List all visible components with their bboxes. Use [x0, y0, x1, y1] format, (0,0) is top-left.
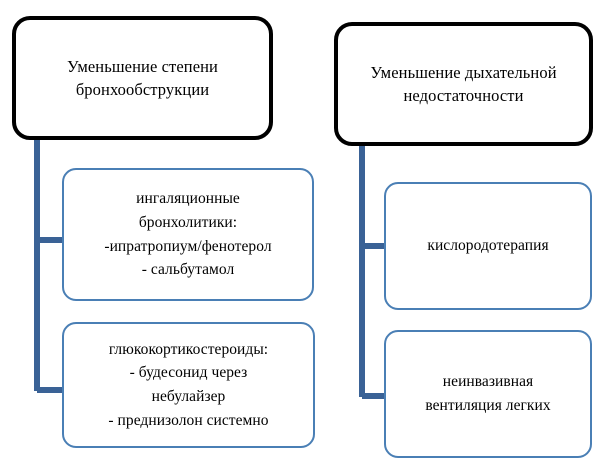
node-label: Уменьшение дыхательной недостаточности — [370, 62, 557, 105]
node-label: кислородотерапия — [427, 237, 549, 255]
node-label: Уменьшение степени бронхообструкции — [67, 56, 218, 99]
node-root-respiratory-failure[interactable]: Уменьшение дыхательной недостаточности — [334, 22, 593, 146]
node-label: ингаляционные бронхолитики: -ипратропиум… — [104, 190, 272, 279]
connector-group-right — [359, 145, 388, 399]
connector-group-left — [34, 138, 66, 393]
node-leaf-bronchodilators[interactable]: ингаляционные бронхолитики: -ипратропиум… — [62, 168, 314, 301]
node-label: глюкокортикостероиды: - будесонид через … — [108, 340, 269, 429]
node-root-bronchoobstruction[interactable]: Уменьшение степени бронхообструкции — [12, 16, 273, 140]
node-label: неинвазивная вентиляция легких — [425, 373, 551, 414]
node-leaf-noninvasive-ventilation[interactable]: неинвазивная вентиляция легких — [384, 330, 592, 458]
node-leaf-corticosteroids[interactable]: глюкокортикостероиды: - будесонид через … — [62, 322, 315, 448]
node-leaf-oxygen-therapy[interactable]: кислородотерапия — [384, 182, 592, 310]
